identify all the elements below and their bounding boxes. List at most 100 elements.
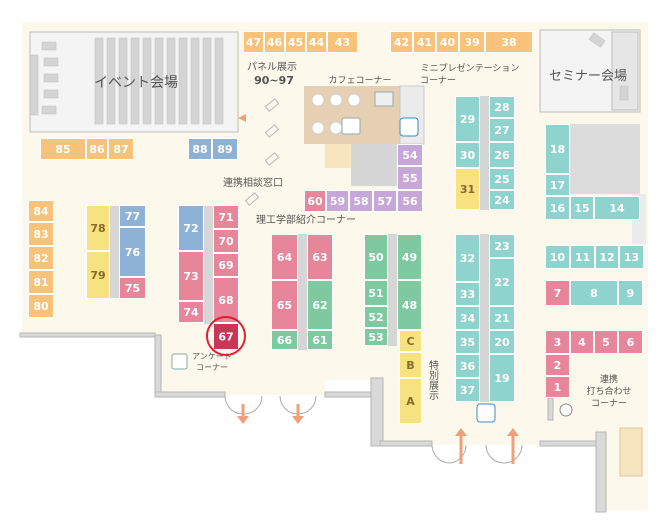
booth-81[interactable]: 81 (28, 270, 54, 294)
booth-28[interactable]: 28 (489, 96, 515, 118)
booth-63[interactable]: 63 (307, 234, 333, 280)
booth-44[interactable]: 44 (306, 31, 327, 53)
booth-4[interactable]: 4 (570, 330, 594, 354)
booth-B[interactable]: B (399, 352, 422, 378)
booth-80[interactable]: 80 (28, 294, 54, 318)
booth-23[interactable]: 23 (489, 234, 515, 258)
booth-74[interactable]: 74 (178, 301, 204, 323)
booth-30[interactable]: 30 (455, 142, 480, 168)
booth-77[interactable]: 77 (119, 205, 146, 227)
booth-62[interactable]: 62 (307, 280, 333, 330)
booth-36[interactable]: 36 (455, 354, 480, 378)
booth-3[interactable]: 3 (545, 330, 570, 354)
booth-19[interactable]: 19 (489, 354, 515, 402)
event-hall-label: イベント会場 (94, 75, 178, 91)
booth-64[interactable]: 64 (271, 234, 298, 280)
booth-88[interactable]: 88 (188, 138, 212, 160)
booth-20[interactable]: 20 (489, 330, 515, 354)
booth-69[interactable]: 69 (213, 253, 239, 277)
booth-65[interactable]: 65 (271, 280, 298, 330)
booth-15[interactable]: 15 (570, 196, 594, 220)
booth-39[interactable]: 39 (459, 31, 485, 53)
booth-21[interactable]: 21 (489, 306, 515, 330)
booth-2[interactable]: 2 (545, 354, 570, 376)
booth-71[interactable]: 71 (213, 205, 239, 229)
booth-50[interactable]: 50 (364, 234, 388, 280)
booth-55-box (397, 166, 423, 190)
booth-86-box (86, 138, 108, 160)
booth-85[interactable]: 85 (40, 138, 86, 160)
booth-33[interactable]: 33 (455, 282, 480, 306)
booth-46[interactable]: 46 (264, 31, 285, 53)
booth-13[interactable]: 13 (619, 245, 644, 269)
booth-89[interactable]: 89 (212, 138, 238, 160)
booth-5[interactable]: 5 (594, 330, 618, 354)
booth-26[interactable]: 26 (489, 142, 515, 168)
booth-7[interactable]: 7 (545, 280, 570, 306)
booth-55[interactable]: 55 (397, 166, 423, 190)
booth-70[interactable]: 70 (213, 229, 239, 253)
booth-8[interactable]: 8 (570, 280, 618, 306)
booth-78[interactable]: 78 (86, 205, 110, 251)
booth-61[interactable]: 61 (307, 330, 333, 350)
booth-58[interactable]: 58 (349, 190, 373, 212)
booth-76[interactable]: 76 (119, 227, 146, 277)
booth-18[interactable]: 18 (545, 124, 570, 174)
booth-75[interactable]: 75 (119, 277, 146, 299)
booth-79[interactable]: 79 (86, 251, 110, 299)
booth-11[interactable]: 11 (570, 245, 595, 269)
booth-9[interactable]: 9 (618, 280, 643, 306)
booth-32[interactable]: 32 (455, 234, 480, 282)
booth-42[interactable]: 42 (390, 31, 413, 53)
booth-87[interactable]: 87 (108, 138, 134, 160)
booth-24[interactable]: 24 (489, 190, 515, 210)
booth-14[interactable]: 14 (594, 196, 640, 220)
booth-60[interactable]: 60 (304, 190, 326, 212)
booth-31[interactable]: 31 (455, 168, 480, 210)
booth-27[interactable]: 27 (489, 118, 515, 142)
booth-10[interactable]: 10 (545, 245, 570, 269)
booth-22[interactable]: 22 (489, 258, 515, 306)
booth-30-number: 30 (460, 149, 476, 162)
booth-34[interactable]: 34 (455, 306, 480, 330)
booth-C[interactable]: C (399, 330, 422, 352)
booth-1[interactable]: 1 (545, 376, 570, 398)
booth-49[interactable]: 49 (397, 234, 422, 280)
booth-57[interactable]: 57 (373, 190, 397, 212)
booth-25[interactable]: 25 (489, 168, 515, 190)
booth-53[interactable]: 53 (364, 328, 388, 346)
booth-16[interactable]: 16 (545, 196, 570, 220)
booth-24-number: 24 (494, 194, 510, 207)
booth-73[interactable]: 73 (178, 251, 204, 301)
booth-52[interactable]: 52 (364, 306, 388, 328)
booth-46-box (264, 31, 285, 53)
booth-35-box (455, 330, 480, 354)
booth-37[interactable]: 37 (455, 378, 480, 402)
booth-66[interactable]: 66 (271, 330, 298, 350)
booth-A[interactable]: A (399, 378, 422, 424)
booth-40[interactable]: 40 (436, 31, 459, 53)
booth-51[interactable]: 51 (364, 280, 388, 306)
booth-12[interactable]: 12 (595, 245, 619, 269)
booth-25-number: 25 (494, 173, 509, 186)
booth-47[interactable]: 47 (243, 31, 264, 53)
booth-35[interactable]: 35 (455, 330, 480, 354)
booth-38[interactable]: 38 (485, 31, 533, 53)
booth-86[interactable]: 86 (86, 138, 108, 160)
booth-84[interactable]: 84 (28, 200, 54, 222)
booth-83[interactable]: 83 (28, 222, 54, 246)
booth-48[interactable]: 48 (397, 280, 422, 330)
booth-54[interactable]: 54 (397, 144, 423, 166)
booth-56[interactable]: 56 (397, 190, 423, 212)
booth-6[interactable]: 6 (618, 330, 643, 354)
booth-68[interactable]: 68 (213, 277, 239, 323)
booth-29[interactable]: 29 (455, 96, 480, 142)
booth-43[interactable]: 43 (327, 31, 358, 53)
booth-59[interactable]: 59 (326, 190, 349, 212)
booth-17[interactable]: 17 (545, 174, 570, 196)
booth-82[interactable]: 82 (28, 246, 54, 270)
booth-45[interactable]: 45 (285, 31, 306, 53)
booth-72[interactable]: 72 (178, 205, 204, 251)
booth-41[interactable]: 41 (413, 31, 436, 53)
booth-67[interactable]: 67 (213, 323, 239, 350)
